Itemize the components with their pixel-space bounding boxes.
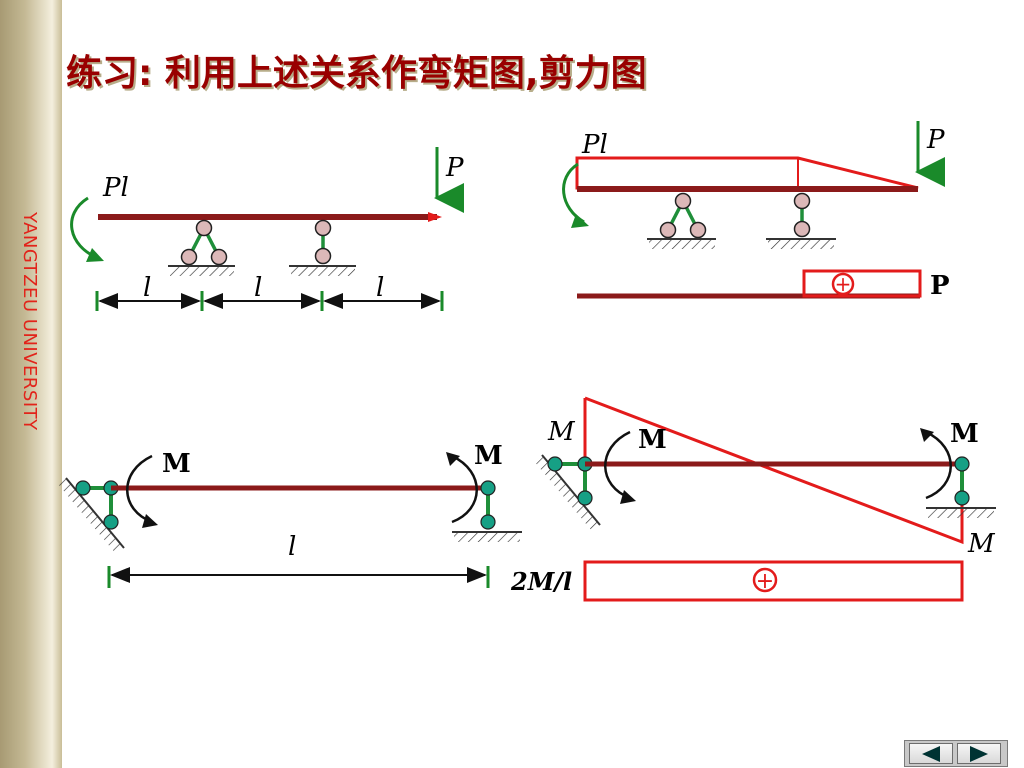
- roller-support: [766, 192, 836, 249]
- applied-moment-arrowhead: [86, 248, 104, 262]
- dimension-line: [95, 291, 444, 311]
- next-slide-icon: [970, 745, 988, 762]
- diagram-2: Pl P + P: [562, 121, 950, 301]
- side-bar: YANGTZEU UNIVERSITY: [0, 0, 62, 768]
- point-load-label: P: [926, 125, 945, 155]
- roller-support: [289, 219, 356, 276]
- dimension-line: [107, 566, 490, 588]
- applied-moment-label: Pl: [102, 173, 129, 203]
- positive-sign: +: [835, 272, 852, 296]
- applied-moment-arrow: [70, 196, 99, 260]
- applied-moment-arrow: [562, 162, 585, 224]
- prev-slide-icon: [922, 745, 940, 762]
- span-label-1: l: [143, 273, 151, 303]
- right-couple-label: M: [950, 419, 979, 449]
- right-couple-arrow: [925, 430, 952, 500]
- diagram-3: M M l: [58, 441, 522, 588]
- roller-support-right: [452, 480, 522, 542]
- prev-slide-button[interactable]: [909, 743, 953, 764]
- beam-end-tip: [428, 212, 442, 222]
- left-couple-label: M: [638, 425, 667, 455]
- page-title: 练习: 利用上述关系作弯矩图,剪力图: [66, 53, 647, 94]
- shear-value-label: 2M/l: [510, 567, 572, 596]
- span-label-2: l: [254, 273, 262, 303]
- moment-value-bottom-right: M: [967, 529, 996, 559]
- point-load-label: P: [445, 153, 464, 183]
- slide-navigation: [904, 740, 1008, 767]
- right-couple-arrow: [451, 454, 478, 524]
- applied-moment-label: Pl: [581, 130, 608, 160]
- shear-force-diagram: +: [583, 560, 964, 602]
- side-bar-text: YANGTZEU UNIVERSITY: [19, 212, 40, 431]
- positive-sign: +: [756, 569, 774, 594]
- left-couple-arrow: [126, 454, 153, 524]
- diagram-4: M M M M + 2M/l: [510, 396, 996, 602]
- pin-support: [647, 192, 716, 249]
- moment-value-top-left: M: [547, 417, 576, 447]
- roller-support-right: [926, 456, 996, 518]
- shear-force-diagram: +: [577, 269, 922, 299]
- shear-value-label: P: [930, 271, 950, 301]
- diagram-1: Pl P l: [70, 147, 464, 311]
- span-label-3: l: [376, 273, 384, 303]
- right-couple-label: M: [474, 441, 503, 471]
- diagram-canvas: Pl P l: [58, 121, 996, 602]
- bending-moment-diagram: [575, 156, 919, 190]
- pin-support: [168, 219, 235, 276]
- next-slide-button[interactable]: [957, 743, 1001, 764]
- applied-moment-arrowhead: [571, 214, 589, 228]
- left-couple-label: M: [162, 449, 191, 479]
- bending-moment-diagram: [583, 396, 964, 545]
- span-label: l: [288, 532, 296, 562]
- left-couple-arrow: [604, 430, 631, 500]
